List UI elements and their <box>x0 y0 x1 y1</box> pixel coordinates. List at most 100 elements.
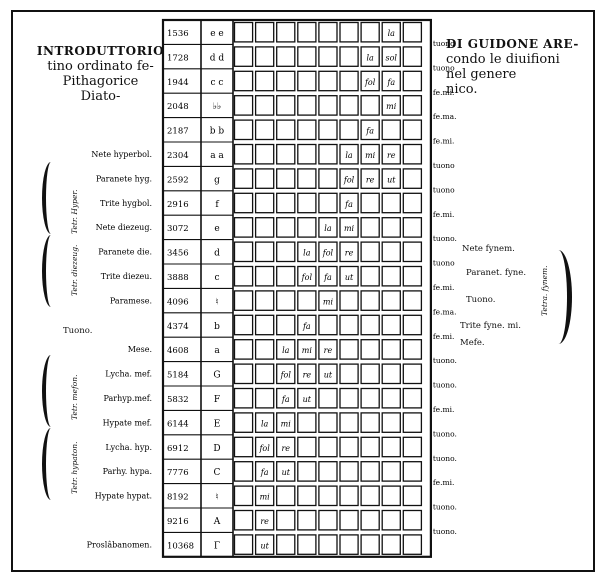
solmization-cell <box>233 314 254 336</box>
gamut-letter: c c <box>211 78 224 88</box>
solmization-cell <box>276 436 296 458</box>
solmization-cell <box>233 339 254 360</box>
solmization-cell <box>297 119 317 141</box>
solmization-cell <box>381 217 401 238</box>
solmization-syllable: fa <box>386 78 395 87</box>
solmization-cell <box>297 534 317 555</box>
interval-label: fe.mi. <box>433 210 455 219</box>
right-label-tuono: Tuono. <box>466 295 496 305</box>
solmization-cell <box>233 46 254 67</box>
solmization-syllable: fa <box>365 127 374 136</box>
string-name-label: Trite hygbol. <box>100 199 152 208</box>
brace-diezeug <box>42 235 60 307</box>
interval-label: tuono. <box>433 454 457 463</box>
solmization-cell <box>318 387 338 409</box>
solmization-cell <box>318 46 338 67</box>
left-title: INTRODUTTORIO tino ordinato fe- Pithagor… <box>33 44 168 104</box>
interval-label: fe.mi. <box>433 332 455 341</box>
solmization-cell <box>276 192 296 214</box>
solmization-cell <box>339 217 359 238</box>
gamut-letter: e e <box>210 29 224 39</box>
solmization-cell <box>297 143 317 165</box>
ratio-number: 8192 <box>167 493 189 503</box>
solmization-cell <box>276 265 296 287</box>
solmization-cell <box>276 461 296 482</box>
solmization-syllable: ut <box>260 541 269 550</box>
solmization-syllable: fol <box>322 249 334 258</box>
brace-meson <box>42 355 60 427</box>
solmization-cell <box>254 21 275 43</box>
solmization-cell <box>402 119 423 141</box>
solmization-cell <box>402 241 423 263</box>
solmization-cell <box>339 21 359 43</box>
string-name-label: Trite diezeu. <box>101 272 152 281</box>
group-label-meson: Tetr. mefon. <box>70 374 79 420</box>
solmization-cell <box>360 314 380 336</box>
solmization-syllable: ut <box>324 371 333 380</box>
solmization-cell <box>276 290 296 311</box>
solmization-syllable: fol <box>301 273 313 282</box>
solmization-cell <box>276 119 296 141</box>
solmization-cell <box>297 412 317 433</box>
solmization-cell <box>276 168 296 189</box>
right-label-trite: Trite fyne. mi. <box>460 321 521 331</box>
solmization-cell <box>318 436 338 458</box>
solmization-cell <box>233 436 254 458</box>
string-name-label: Parhyp.mef. <box>104 394 153 403</box>
solmization-syllable: re <box>303 371 312 380</box>
solmization-cell <box>402 436 423 458</box>
interval-label: tuono. <box>433 356 457 365</box>
brace-hyper <box>42 162 60 234</box>
string-name-label: Mese. <box>128 345 152 354</box>
solmization-cell <box>381 314 401 336</box>
solmization-cell <box>360 217 380 238</box>
ratio-number: 4608 <box>167 346 189 356</box>
interval-label: tuono. <box>433 429 457 438</box>
solmization-cell <box>233 290 254 311</box>
solmization-cell <box>233 509 254 531</box>
solmization-syllable: sol <box>386 53 398 62</box>
solmization-cell <box>276 95 296 116</box>
ratio-number: 9216 <box>167 517 189 527</box>
solmization-cell <box>318 95 338 116</box>
gamut-letter: d <box>214 249 220 259</box>
solmization-cell <box>339 339 359 360</box>
solmization-cell <box>318 461 338 482</box>
solmization-cell <box>402 485 423 507</box>
string-name-label: Lycha. hyp. <box>105 443 152 452</box>
ratio-number: 1944 <box>167 78 189 88</box>
string-name-label: Lycha. mef. <box>105 370 152 379</box>
solmization-cell <box>254 46 275 67</box>
solmization-cell <box>402 339 423 360</box>
gamut-letter: C <box>214 468 221 478</box>
solmization-syllable: fol <box>343 175 355 184</box>
string-name-label: Proslâbanomen. <box>87 540 152 549</box>
ratio-number: 5832 <box>167 395 189 405</box>
solmization-cell <box>381 21 401 43</box>
solmization-syllable: fa <box>260 468 269 477</box>
solmization-cell <box>297 192 317 214</box>
solmization-cell <box>254 290 275 311</box>
right-label-nete: Nete fynem. <box>462 244 515 254</box>
solmization-cell <box>254 485 275 507</box>
string-name-label: Nete hyperbol. <box>91 150 152 159</box>
solmization-cell <box>402 265 423 287</box>
solmization-syllable: re <box>260 517 269 526</box>
solmization-cell <box>297 485 317 507</box>
string-name-label: Paranete hyg. <box>96 174 152 183</box>
solmization-syllable: mi <box>365 151 376 160</box>
solmization-syllable: fol <box>280 371 292 380</box>
solmization-cell <box>297 339 317 360</box>
solmization-syllable: mi <box>323 297 334 306</box>
interval-label: tuono. <box>433 381 457 390</box>
solmization-syllable: ut <box>345 273 354 282</box>
solmization-cell <box>360 46 380 67</box>
string-name-label: Paramese. <box>110 296 152 305</box>
gamut-letter: d d <box>210 53 225 63</box>
solmization-cell <box>318 509 338 531</box>
group-label-diezeug: Tetr. diezeug. <box>70 244 79 296</box>
solmization-cell <box>381 436 401 458</box>
gamut-letter: a <box>214 346 220 356</box>
solmization-cell <box>381 534 401 555</box>
solmization-cell <box>402 314 423 336</box>
